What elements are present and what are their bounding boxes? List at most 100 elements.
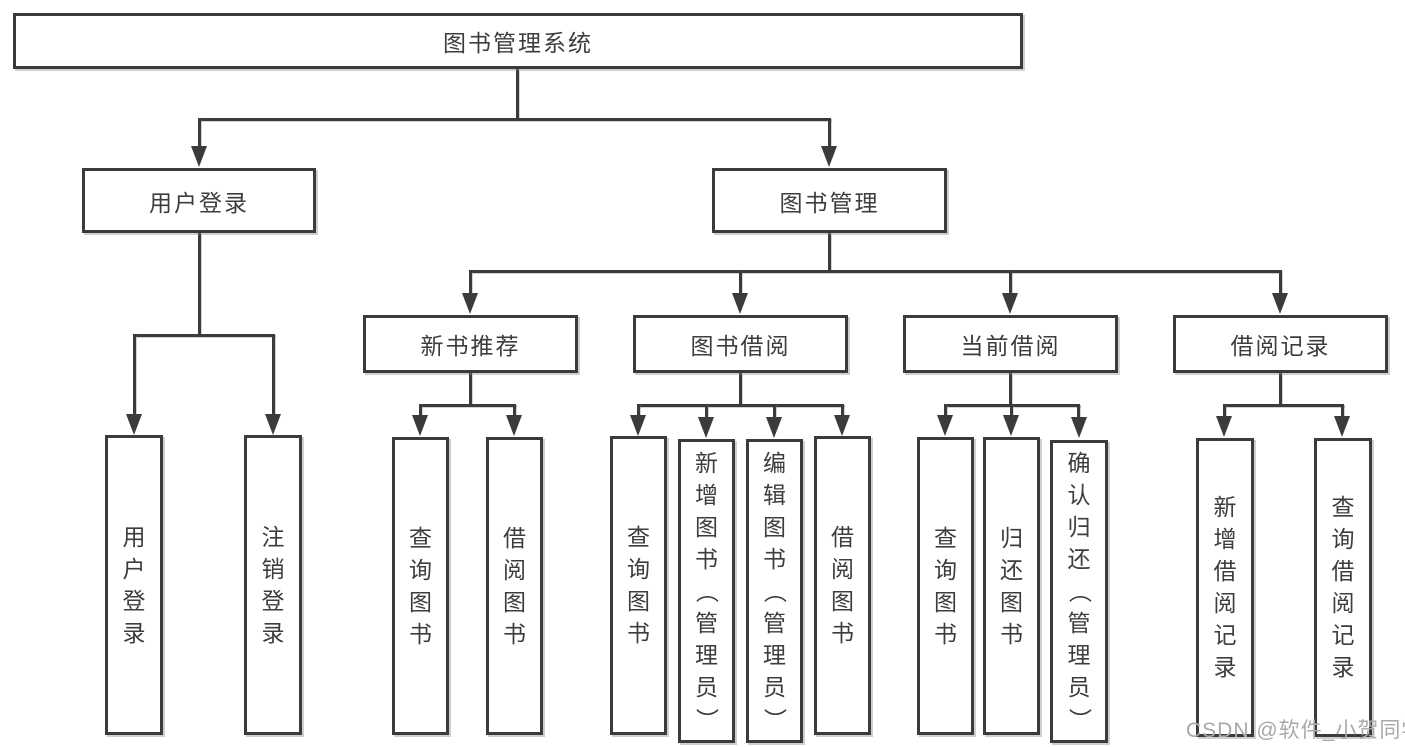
leaf-confirm-return-admin-char: 管 [1067,610,1091,636]
leaf-recommend-borrow-books-char: 书 [503,620,526,647]
node-root-label: 图书管理系统 [443,30,593,56]
leaf-recommend-borrow-books-char: 阅 [503,556,526,583]
leaf-add-books-admin-char: （ [694,579,720,603]
leaf-confirm-return-admin-char: （ [1066,580,1093,603]
node-new-book-recommend-label: 新书推荐 [420,333,521,359]
leaf-borrowing-query-books-char: 书 [627,620,650,646]
leaf-logout: 注销登录 [244,435,302,735]
arrowhead-down-icon [265,414,281,435]
connector-line [828,233,831,272]
leaf-user-login-char: 用 [122,523,146,550]
leaf-user-login-char: 登 [122,587,146,614]
connector-line [1279,270,1282,296]
leaf-logout-char: 注 [261,523,285,550]
leaf-return-books: 归还图书 [983,437,1040,735]
leaf-borrowing-query-books-char: 图 [627,588,650,614]
connector-line [198,233,201,336]
leaf-add-books-admin-char: 理 [695,641,718,668]
leaf-confirm-return-admin: 确认归还（管理员） [1050,440,1108,743]
arrowhead-down-icon [630,415,646,436]
leaf-add-borrow-record-char: 新 [1213,494,1237,520]
leaf-add-borrow-record-char: 阅 [1213,590,1237,616]
leaf-logout-char: 销 [261,555,285,582]
connector-line [419,404,516,407]
leaf-add-borrow-record-char: 增 [1213,526,1237,552]
connector-line [828,118,831,149]
leaf-edit-books-admin-char: 辑 [763,481,786,508]
leaf-current-query-books: 查询图书 [917,437,974,735]
arrowhead-down-icon [766,417,782,438]
leaf-confirm-return-admin-char: 员 [1067,674,1091,700]
leaf-recommend-query-books-char: 询 [409,556,432,583]
leaf-recommend-query-books-char: 查 [409,524,432,551]
leaf-borrowing-borrow-books-char: 图 [831,588,854,614]
arrowhead-down-icon [1002,293,1018,314]
connector-line [739,373,742,406]
connector-line [469,270,472,296]
connector-line [198,118,831,121]
leaf-query-borrow-record-char: 记 [1331,622,1355,648]
leaf-recommend-query-books-char: 图 [409,588,432,615]
leaf-add-borrow-record: 新增借阅记录 [1196,438,1254,737]
leaf-edit-books-admin-char: 书 [763,545,786,572]
leaf-add-books-admin-char: ） [694,707,720,731]
arrowhead-down-icon [834,415,850,436]
connector-line [773,404,776,418]
leaf-edit-books-admin: 编辑图书（管理员） [746,439,803,743]
connector-line [1223,404,1226,418]
connector-line [133,334,136,417]
leaf-borrowing-query-books: 查询图书 [610,436,667,735]
leaf-return-books-char: 归 [1000,524,1023,551]
leaf-recommend-query-books: 查询图书 [392,437,449,735]
connector-line [516,69,519,120]
csdn-watermark: CSDN @软件_小贺同学 [1186,719,1405,742]
leaf-query-borrow-record-char: 查 [1331,494,1355,520]
arrowhead-down-icon [937,415,953,436]
connector-line [469,270,1281,273]
node-current-borrowing: 当前借阅 [903,315,1118,373]
leaf-current-query-books-char: 查 [934,524,957,551]
leaf-recommend-query-books-char: 书 [409,620,432,647]
leaf-current-query-books-char: 询 [934,556,957,583]
connector-line [705,404,708,418]
leaf-edit-books-admin-char: 图 [763,513,786,540]
arrowhead-down-icon [1003,415,1019,436]
leaf-add-books-admin-char: 书 [695,545,718,572]
arrowhead-down-icon [506,415,522,436]
connector-line [841,404,844,418]
node-user-login: 用户登录 [82,168,316,233]
arrowhead-down-icon [191,146,207,167]
leaf-add-books-admin-char: 员 [695,673,718,700]
leaf-confirm-return-admin-char: 理 [1067,642,1091,668]
leaf-query-borrow-record-char: 阅 [1331,590,1355,616]
leaf-query-borrow-record-char: 询 [1331,526,1355,552]
leaf-borrowing-borrow-books: 借阅图书 [814,436,871,735]
connector-line [1279,373,1282,406]
connector-line [419,404,422,418]
connector-line [198,118,201,149]
node-user-login-label: 用户登录 [149,189,249,216]
leaf-recommend-borrow-books-char: 借 [503,524,526,551]
node-current-borrowing-label: 当前借阅 [960,333,1061,359]
node-new-book-recommend: 新书推荐 [363,315,578,373]
connector-line [1223,404,1344,407]
leaf-edit-books-admin-char: 管 [763,609,786,636]
arrowhead-down-icon [821,146,837,167]
connector-line [637,404,844,407]
node-borrow-records: 借阅记录 [1173,315,1388,373]
node-book-borrowing-label: 图书借阅 [690,333,791,359]
leaf-borrowing-borrow-books-char: 阅 [831,556,854,582]
leaf-add-books-admin: 新增图书（管理员） [678,439,735,743]
leaf-query-borrow-record: 查询借阅记录 [1314,438,1372,737]
leaf-edit-books-admin-char: ） [762,707,788,731]
leaf-edit-books-admin-char: （ [762,579,788,603]
leaf-user-login-char: 录 [122,619,146,646]
connector-line [469,373,472,406]
connector-line [272,334,275,417]
leaf-add-books-admin-char: 管 [695,609,718,636]
leaf-confirm-return-admin-char: 认 [1067,482,1091,508]
leaf-confirm-return-admin-char: 归 [1067,514,1091,540]
arrowhead-down-icon [462,293,478,314]
node-book-management: 图书管理 [712,168,947,233]
